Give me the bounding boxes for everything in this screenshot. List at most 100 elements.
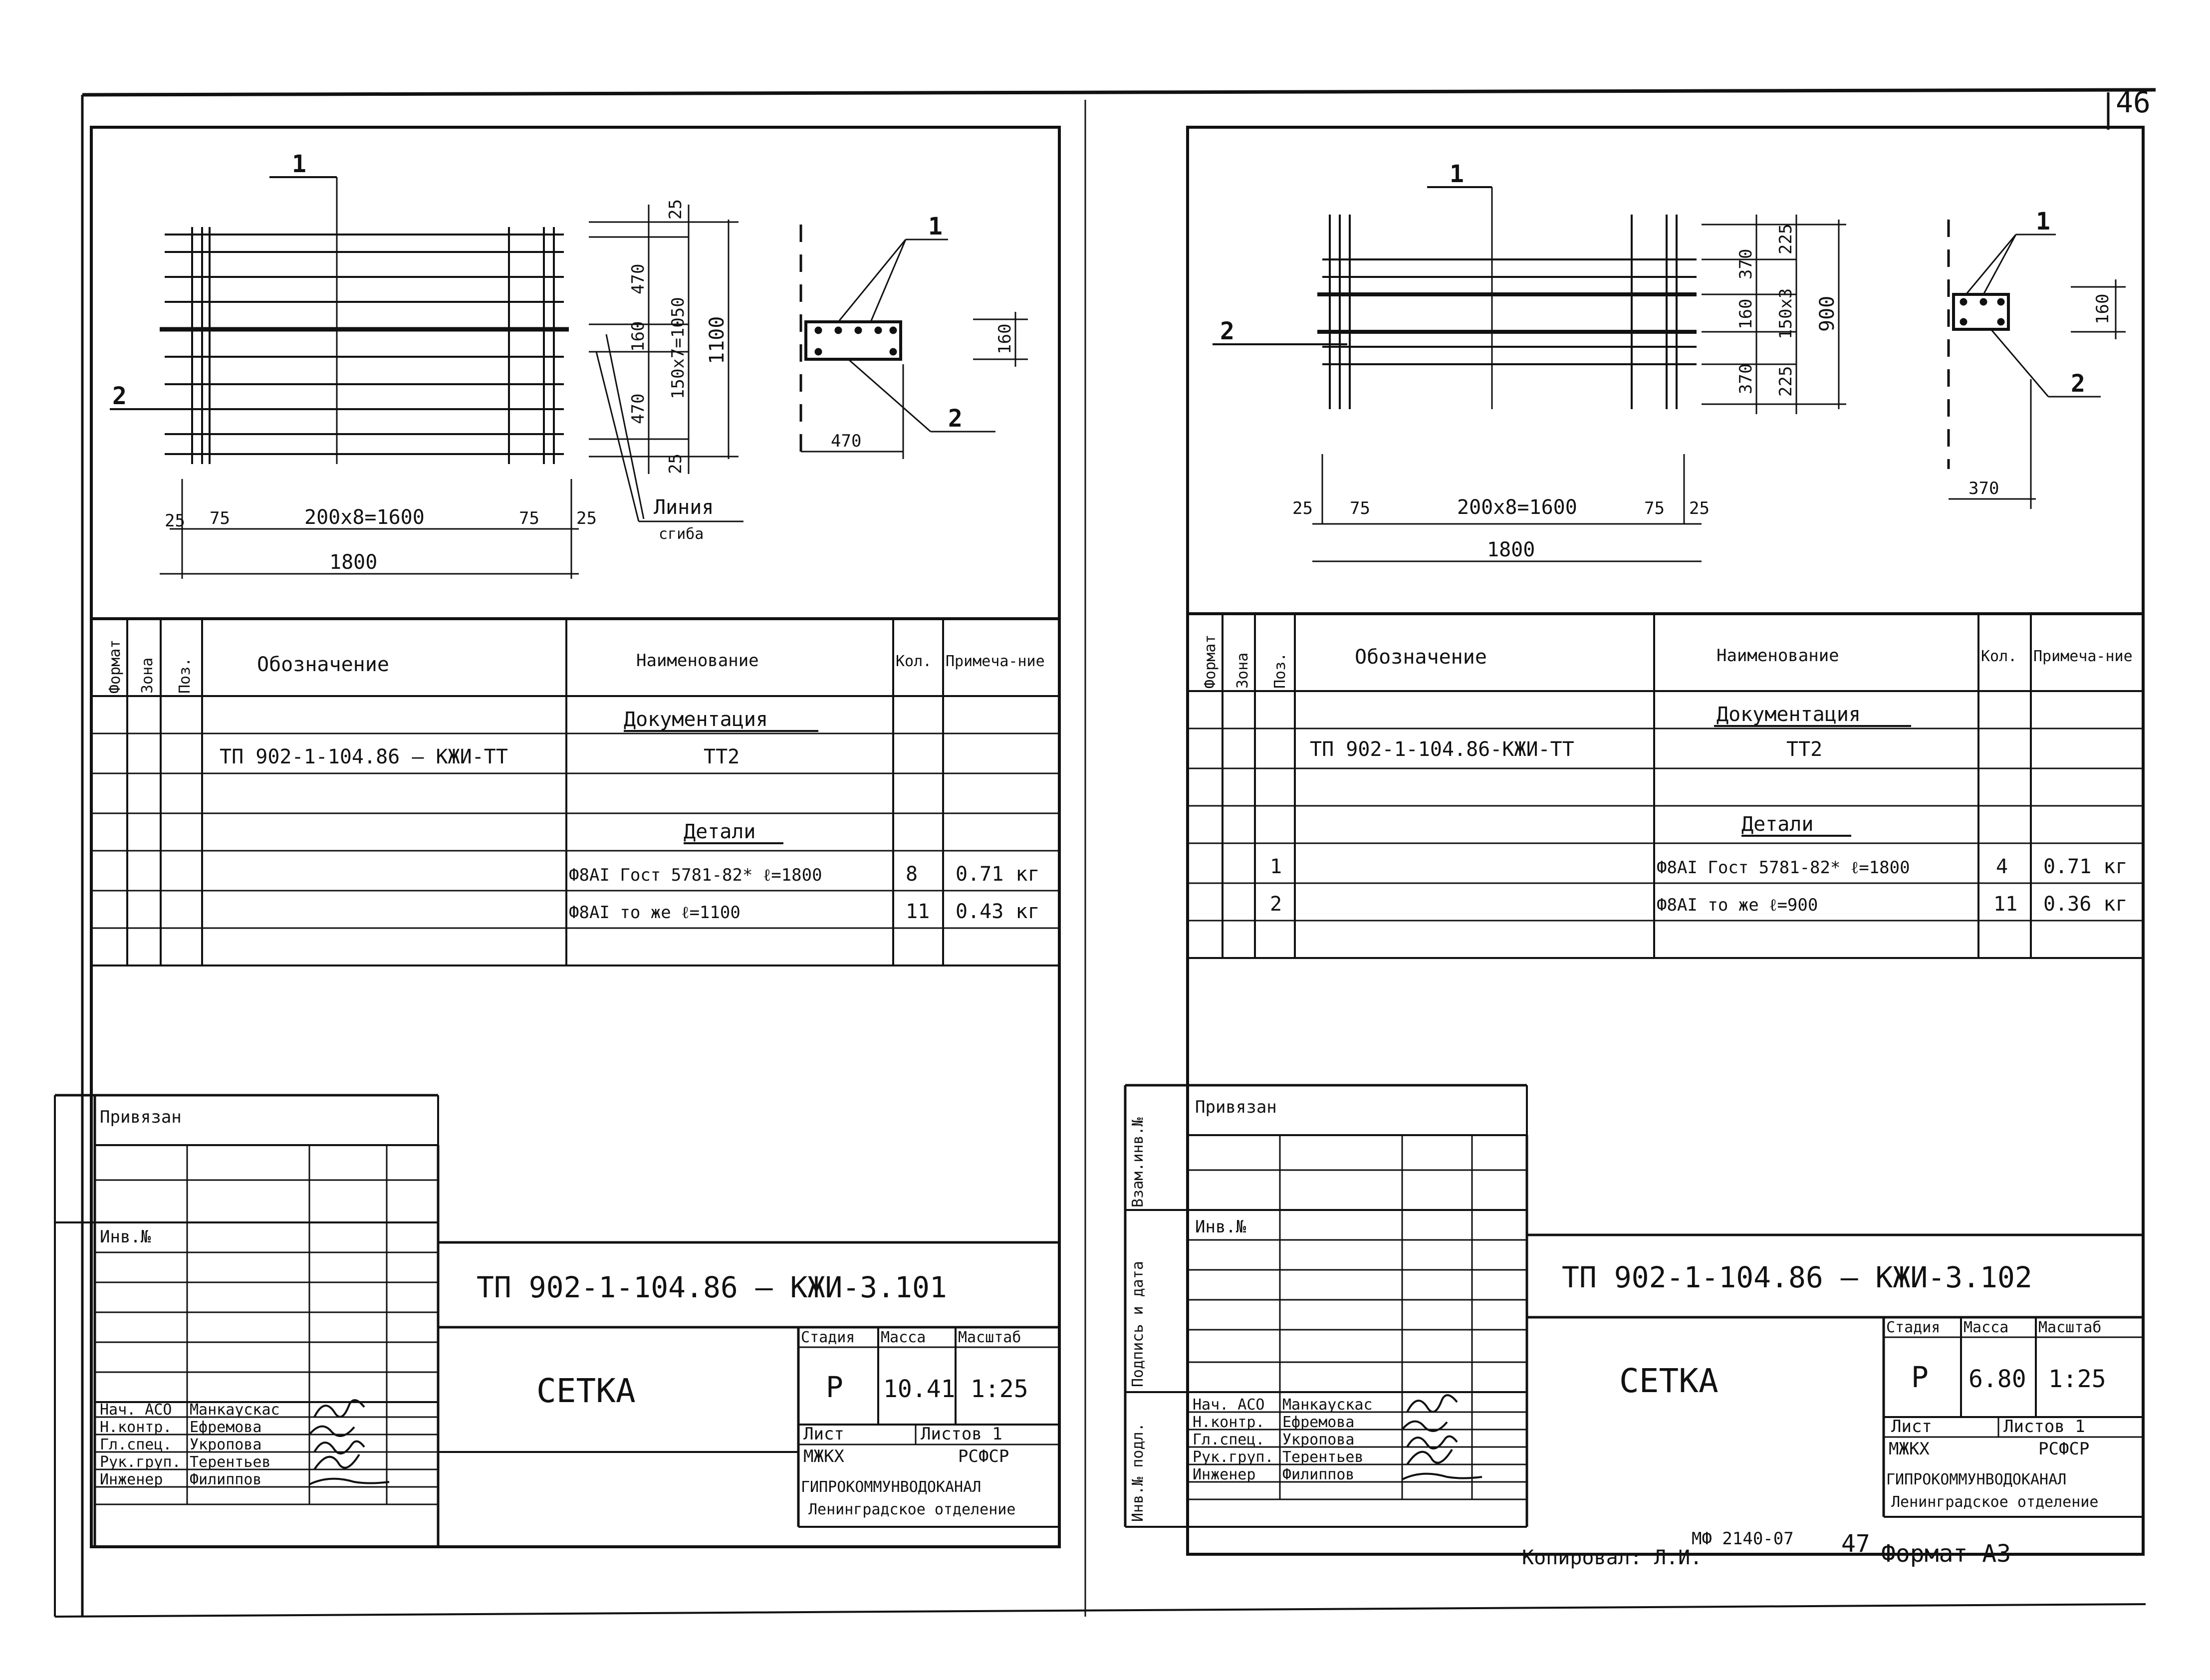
signature-scribbles [308,1394,1482,1485]
right-org3: ГИПРОКОММУНВОДОКАНАЛ [1886,1471,2066,1488]
left-spec-table [91,617,1059,966]
left-stage: Р [826,1370,843,1404]
left-staff-name-2: Укропова [190,1436,262,1453]
left-h-massa: Масса [881,1329,926,1346]
left-h-stadiya: Стадия [801,1329,855,1346]
left-dim-r-mid: 150х7=1050 [668,297,688,399]
left-row3-kol: 11 [906,900,930,923]
right-row3-poz: 2 [1270,893,1282,916]
signature-4-right [1402,1472,1482,1480]
right-row1-name: ТТ2 [1786,738,1822,761]
left-staff-name-4: Филиппов [190,1471,262,1488]
right-sheet-code: ТП 902-1-104.86 – КЖИ-3.102 [1562,1260,2032,1294]
right-staff-name-0: Манкаускас [1282,1396,1373,1414]
signature-4-left [309,1477,390,1485]
left-sec-details: Детали [684,820,756,843]
right-staff-name-2: Укропова [1282,1431,1355,1448]
right-staff-name-4: Филиппов [1282,1466,1355,1483]
right-mass: 6.80 [1968,1365,2026,1393]
left-sec-label-2: 2 [948,405,963,433]
right-sec-details: Детали [1741,813,1814,836]
left-dim-r-470a: 470 [628,264,648,294]
footer-code: МФ 2140-07 [1692,1529,1794,1549]
left-staff-role-2: Гл.спец. [100,1436,172,1453]
signature-0-right [1406,1394,1458,1413]
left-sheet [55,126,1061,1548]
right-h-naim: Наименование [1717,646,1839,666]
right-staff-role-1: Н.контр. [1193,1414,1265,1431]
right-dim-r-160: 160 [1736,299,1756,329]
left-org1: МЖКХ [803,1446,844,1466]
left-row3-note: 0.43 кг [956,900,1040,923]
left-dim-b-mid: 200х8=1600 [304,506,425,529]
right-inv: Инв.№ [1195,1217,1246,1237]
right-dim-b-mid: 200х8=1600 [1457,496,1577,519]
right-h-zona: Зона [1234,653,1251,689]
left-h-naim: Наименование [636,651,759,671]
left-sheet-title: СЕТКА [536,1372,636,1410]
left-title-block [55,1094,1059,1547]
left-inv: Инв.№ [100,1227,151,1247]
right-org2: РСФСР [2038,1439,2089,1459]
left-h-zona: Зона [139,658,156,694]
page-number: 46 [2116,85,2151,119]
footer-format: Формат А3 [1881,1540,2011,1568]
left-row1-name: ТТ2 [704,745,739,768]
left-staff-role-0: Нач. АСО [100,1401,172,1419]
right-section-height: 160 [2093,294,2113,324]
right-staff-role-3: Рук.груп. [1193,1448,1274,1466]
right-staff-role-0: Нач. АСО [1193,1396,1265,1414]
right-section [1947,220,2126,509]
left-sec-label-1: 1 [928,213,943,240]
left-dim-r-470b: 470 [628,394,648,424]
side-label-vzam: Взам.инв.№ [1129,1117,1147,1207]
left-label-1: 1 [292,150,306,178]
right-stage: Р [1911,1360,1929,1394]
right-section-width: 370 [1968,479,1999,498]
signature-3-right [1406,1448,1453,1465]
left-dim-b-edge-r: 25 [576,508,597,528]
left-label-2: 2 [112,382,127,410]
signature-2-right [1406,1435,1458,1449]
right-staff-name-3: Терентьев [1282,1448,1364,1466]
signature-2-left [313,1440,365,1454]
signature-1-right [1401,1420,1448,1432]
left-h-oboz: Обозначение [257,653,389,676]
outer-frame [54,88,2156,1618]
left-staff-name-1: Ефремова [190,1419,262,1436]
left-dim-total-width: 1800 [329,551,377,574]
right-row3-note: 0.36 кг [2043,893,2128,916]
left-staff-role-3: Рук.груп. [100,1453,181,1471]
right-list: Лист [1891,1417,1932,1437]
right-sec-label-1: 1 [2036,208,2050,236]
right-privyazan: Привязан [1195,1097,1277,1117]
left-row2-kol: 8 [906,863,918,886]
right-spec-table [1188,612,2143,959]
right-row1-oboz: ТП 902-1-104.86-КЖИ-ТТ [1310,738,1574,761]
left-scale: 1:25 [971,1375,1028,1403]
left-dim-r-total: 1100 [706,316,729,364]
right-sec-doc: Документация [1717,703,1861,726]
right-dim-b-edge-l: 25 [1292,498,1313,518]
right-row2-poz: 1 [1270,855,1282,878]
left-sheet-code: ТП 902-1-104.86 – КЖИ-3.101 [477,1270,947,1304]
left-bend-line: Линия [654,496,714,519]
left-h-kol: Кол. [896,653,932,670]
right-staff-role-2: Гл.спец. [1193,1431,1265,1448]
left-mass: 10.41 [883,1375,956,1403]
right-row2-name: Ф8АI Гост 5781-82* ℓ=1800 [1657,858,1910,878]
left-h-prim: Примеча-ние [946,653,1045,670]
left-right-dims [589,205,743,522]
footer-copied-by: Копировал: Л.И. [1522,1546,1702,1569]
left-row1-oboz: ТП 902-1-104.86 – КЖИ-ТТ [220,745,508,768]
right-org4: Ленинградское отделение [1891,1493,2098,1511]
left-privyazan: Привязан [100,1107,182,1127]
side-label-podpis: Подпись и дата [1129,1261,1147,1387]
sheet-text: 46 1 2 25 75 200х8=1600 75 25 1800 25 47… [100,85,2151,1569]
right-dim-r-225b: 225 [1776,366,1796,397]
left-row2-note: 0.71 кг [956,863,1040,886]
left-bend-line2: сгиба [659,525,704,543]
left-sec-doc: Документация [624,708,768,731]
right-h-prim: Примеча-ние [2033,648,2133,665]
left-row2-name: Ф8АI Гост 5781-82* ℓ=1800 [569,865,822,885]
